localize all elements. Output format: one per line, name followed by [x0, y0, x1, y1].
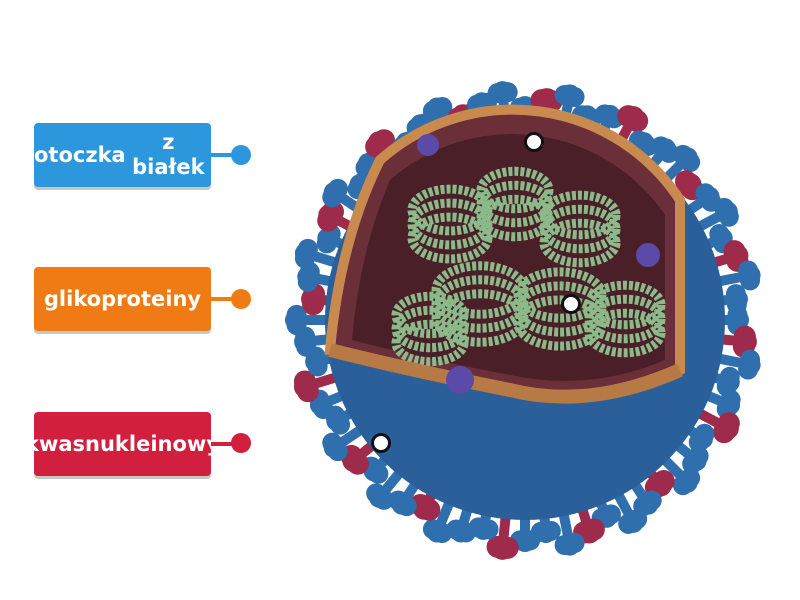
glycoprotein-spike-blue [294, 326, 336, 357]
glycoprotein-spike-red [611, 105, 649, 154]
rna-coil [584, 280, 666, 358]
label-card-kwas-nukleinowy[interactable]: kwas nukleinowy [25, 412, 220, 476]
connector-line [211, 297, 241, 301]
connector-dot [231, 289, 251, 309]
membrane-protein [636, 243, 660, 267]
connector-dot [231, 433, 251, 453]
label-text-line: glikoproteiny [43, 286, 202, 311]
label-text-line: kwas [24, 431, 86, 456]
envelope-rim [328, 343, 683, 404]
connector-dot [231, 145, 251, 165]
rna-coils [391, 166, 666, 367]
rna-coil [539, 190, 621, 268]
virus-illustration [285, 81, 761, 560]
rna-coil [391, 291, 469, 367]
label-card-glikoproteiny[interactable]: glikoproteiny [34, 267, 211, 331]
glycoprotein-spike-blue [509, 510, 541, 552]
glycoprotein-spike-blue [530, 509, 561, 543]
glycoprotein-spike-blue [554, 506, 585, 556]
label-text-line: otoczka [34, 142, 126, 167]
label-card-otoczka[interactable]: otoczka z białek [34, 123, 211, 187]
connector-line [211, 153, 241, 157]
glycoprotein-spike-blue [285, 304, 335, 336]
glycoprotein-spike-blue [322, 423, 368, 462]
connector-line [211, 442, 241, 446]
membrane-protein [446, 366, 474, 394]
hotspot-marker[interactable] [561, 294, 581, 314]
glycoprotein-spike-blue [611, 486, 648, 534]
membrane-protein [417, 134, 439, 156]
label-text-line: nukleinowy [85, 431, 221, 456]
glycoprotein-spike-red [706, 240, 749, 272]
label-text-line: z białek [132, 130, 205, 179]
hotspot-marker[interactable] [524, 132, 544, 152]
hotspot-marker[interactable] [371, 433, 391, 453]
